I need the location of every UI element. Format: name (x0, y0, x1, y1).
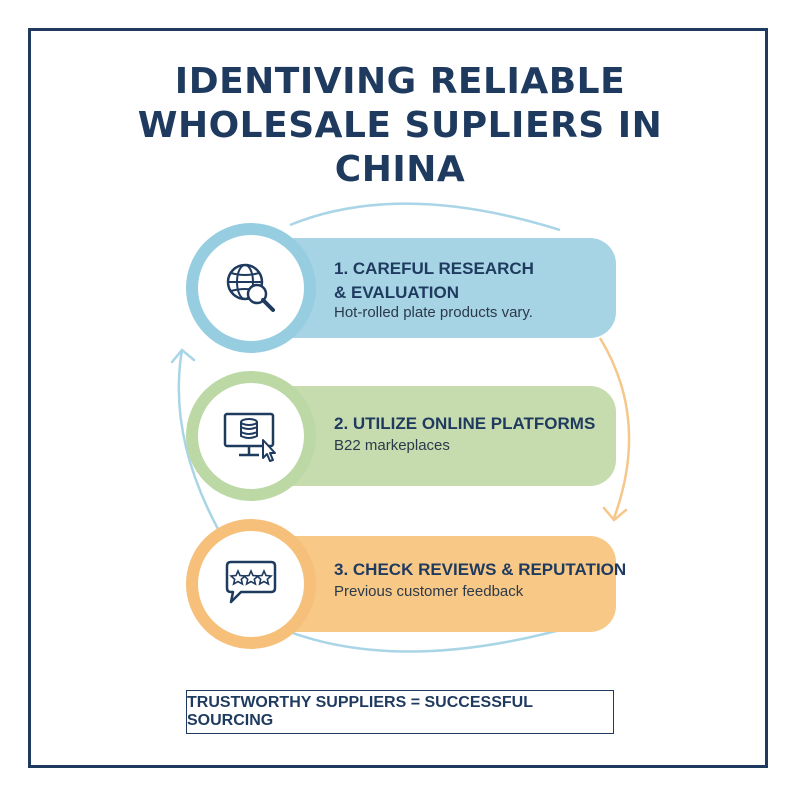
step-1-title: 1. CAREFUL RESEARCH & EVALUATION (334, 257, 534, 305)
title-line-3: CHINA (334, 149, 466, 190)
step-3-description: Previous customer feedback (334, 583, 524, 600)
cycle-arrowhead-down (602, 506, 628, 522)
footer-banner: TRUSTWORTHY SUPPLIERS = SUCCESSFUL SOURC… (186, 690, 614, 734)
step-2-icon-circle (186, 371, 316, 501)
step-1-icon-circle (186, 223, 316, 353)
step-3-title-line-1: 3. CHECK REVIEWS & REPUTATION (334, 560, 627, 579)
page-title: IDENTIVING RELIABLE WHOLESALE SUPLIERS I… (0, 60, 800, 192)
footer-text: TRUSTWORTHY SUPPLIERS = SUCCESSFUL SOURC… (187, 694, 533, 729)
cycle-arrowhead-up (170, 348, 196, 364)
cycle-arc-right (598, 337, 631, 519)
cycle-arc-bottom (289, 628, 561, 653)
globe-magnifier-icon (226, 263, 275, 312)
step-3-icon-circle (186, 519, 316, 649)
step-1-title-line-1: 1. CAREFUL RESEARCH (334, 259, 534, 278)
step-2-title: 2. UTILIZE ONLINE PLATFORMS (334, 412, 595, 436)
title-line-1: IDENTIVING RELIABLE (174, 61, 626, 102)
step-2-description: B22 markeplaces (334, 437, 450, 454)
step-3-title: 3. CHECK REVIEWS & REPUTATION (334, 558, 626, 582)
star-review-bubble-icon (225, 560, 277, 604)
title-line-2: WHOLESALE SUPLIERS IN (137, 105, 663, 146)
monitor-database-icon (223, 412, 276, 462)
step-1-title-line-2: & EVALUATION (334, 283, 459, 302)
cycle-arc-top (289, 202, 561, 232)
step-1-description: Hot-rolled plate products vary. (334, 304, 533, 321)
step-2-title-line-1: 2. UTILIZE ONLINE PLATFORMS (334, 414, 596, 433)
